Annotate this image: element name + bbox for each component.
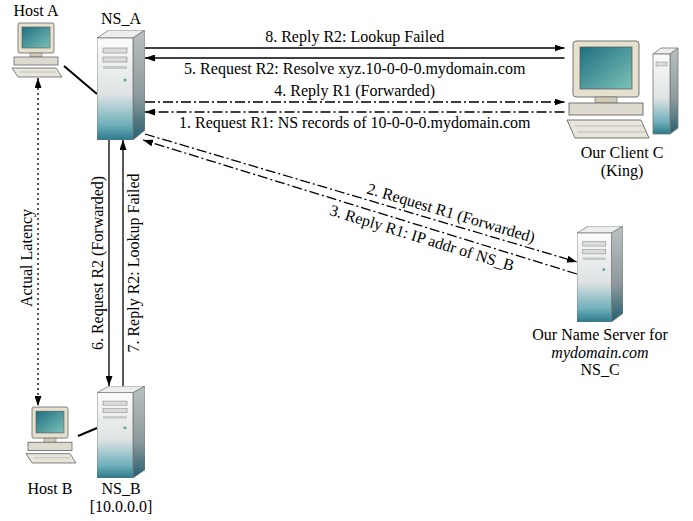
message-arrow <box>122 140 123 386</box>
node-label: NS_C <box>580 361 619 379</box>
server-node: Our Name Server formydomain.comNS_C <box>532 226 668 379</box>
node-label: [10.0.0.0] <box>90 498 153 516</box>
server-node: NS_B[10.0.0.0] <box>90 386 153 515</box>
computer-node: Host A <box>8 2 64 78</box>
edge-label: 1. Request R1: NS records of 10-0-0-0.my… <box>177 114 533 132</box>
network-link <box>78 428 97 436</box>
latency-arrow <box>37 78 38 406</box>
message-arrow <box>143 140 577 274</box>
icon-picture <box>577 226 623 322</box>
node-label: Host A <box>14 2 59 20</box>
computer-icon <box>8 22 64 78</box>
server-icon <box>97 386 145 478</box>
server-icon <box>577 226 623 322</box>
node-label: mydomain.com <box>551 344 648 362</box>
edge-label: 4. Reply R1 (Forwarded) <box>272 82 437 100</box>
node-label: Our Client C (King) <box>572 144 672 179</box>
edge-label: 8. Reply R2: Lookup Failed <box>263 28 446 46</box>
message-arrow <box>145 47 565 48</box>
network-link <box>64 66 97 94</box>
edge-label: 7. Reply R2: Lookup Failed <box>125 171 143 354</box>
icon-picture <box>26 407 76 463</box>
icon-picture <box>12 23 62 77</box>
node-label: Host B <box>28 480 73 498</box>
icon-picture <box>97 30 145 140</box>
computer-icon <box>565 40 680 140</box>
server-icon <box>97 30 145 140</box>
message-arrow <box>108 140 109 386</box>
edge-label: Actual Latency <box>18 207 36 309</box>
icon-picture <box>567 41 678 138</box>
computer-node: Host B <box>22 406 78 498</box>
message-arrow <box>145 57 565 58</box>
node-label: Our Name Server for <box>532 326 668 344</box>
computer-icon <box>22 406 78 464</box>
message-arrow <box>145 101 565 102</box>
node-label: NS_B <box>101 480 140 498</box>
node-label: NS_A <box>101 10 141 28</box>
server-node: NS_A <box>97 10 145 140</box>
message-arrow <box>145 111 565 112</box>
icon-picture <box>97 386 145 478</box>
message-arrow <box>145 134 577 262</box>
edge-label: 6. Request R2 (Forwarded) <box>89 174 107 352</box>
computer-node: Our Client C (King) <box>565 40 680 179</box>
edge-label: 5. Request R2: Resolve xyz.10-0-0-0.mydo… <box>182 60 527 78</box>
